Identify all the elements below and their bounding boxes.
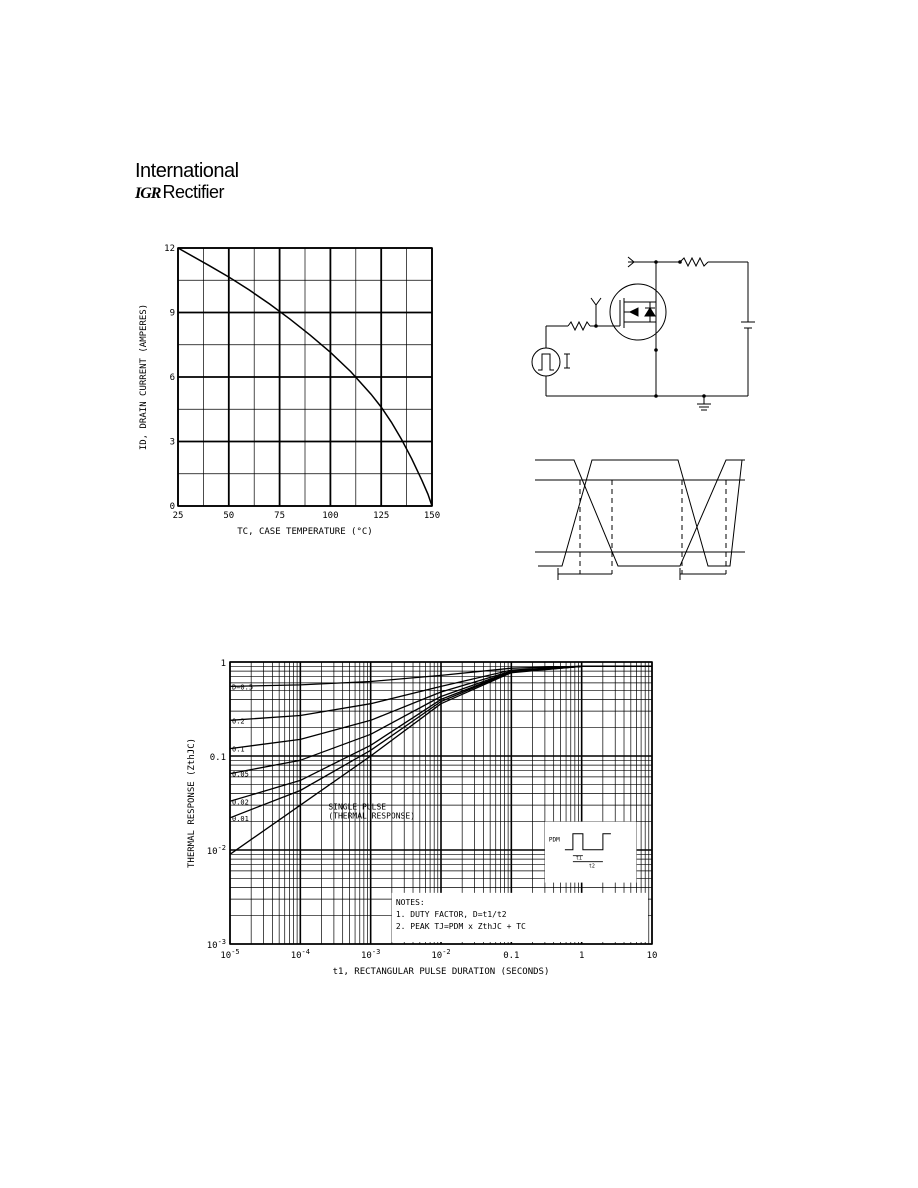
x-axis-label: t1, RECTANGULAR PULSE DURATION (SECONDS) — [333, 967, 550, 977]
vgs-waveform — [538, 459, 745, 567]
x-tick-label: 100 — [322, 511, 338, 521]
x-tick-label: 25 — [173, 511, 184, 521]
x-tick-label: 10-5 — [220, 948, 239, 961]
y-tick-label: 3 — [170, 438, 175, 448]
x-tick-label: 10 — [647, 951, 658, 961]
thermal-curve — [229, 665, 652, 855]
single-pulse-sublabel: (THERMAL RESPONSE) — [328, 811, 415, 820]
x-tick-label: 1 — [579, 951, 584, 961]
thermal-response-chart: D=0.5 0.2 0.1 0.05 0.02 0.01 SINGLE PULSE(THER… — [187, 659, 658, 977]
y-tick-label: 0.1 — [210, 753, 226, 763]
vds-waveform — [535, 459, 745, 567]
x-tick-label: 10-4 — [291, 948, 310, 961]
note-1: 1. DUTY FACTOR, D=t1/t2 — [396, 910, 507, 919]
note-2: 2. PEAK TJ=PDM x ZthJC + TC — [396, 922, 526, 931]
logo-international: International — [135, 160, 239, 182]
mosfet-icon — [609, 283, 667, 341]
vds-terminal-icon — [627, 256, 635, 268]
y-axis-label: THERMAL RESPONSE (ZthJC) — [187, 738, 197, 868]
inset-t1-label: t1 — [576, 856, 582, 862]
vgs-terminal-icon — [590, 297, 602, 306]
x-tick-label: 150 — [424, 511, 440, 521]
x-tick-label: 10-3 — [361, 948, 380, 961]
test-circuit-diagram — [531, 256, 755, 411]
x-tick-label: 50 — [223, 511, 234, 521]
series-label: 0.1 — [232, 746, 245, 754]
single-pulse-label: SINGLE PULSE — [328, 802, 386, 811]
drain-current-curve — [177, 247, 433, 507]
y-tick-label: 0 — [170, 502, 175, 512]
inset-t2-label: t2 — [589, 864, 595, 870]
y-tick-label: 10-3 — [207, 938, 226, 951]
plot-frame — [229, 661, 653, 945]
switching-waveforms-diagram — [535, 459, 745, 580]
x-tick-label: 75 — [274, 511, 285, 521]
body-diode-icon — [644, 307, 656, 317]
notes-box — [391, 892, 648, 942]
series-label: 0.01 — [232, 815, 249, 823]
logo-rectifier: Rectifier — [162, 182, 224, 202]
pulse-generator-icon — [531, 347, 561, 377]
plot-frame — [177, 247, 433, 507]
y-tick-label: 12 — [164, 244, 175, 254]
y-axis-label: ID, DRAIN CURRENT (AMPERES) — [139, 304, 149, 450]
series-label: 0.02 — [232, 798, 249, 806]
series-label: 0.2 — [232, 717, 245, 725]
series-label: 0.05 — [232, 771, 249, 779]
y-tick-label: 9 — [170, 309, 175, 319]
x-axis-label: TC, CASE TEMPERATURE (°C) — [237, 527, 372, 537]
gate-resistor-icon — [567, 320, 591, 332]
series-label: D=0.5 — [232, 683, 253, 691]
load-resistor-icon — [679, 256, 709, 268]
notes-title: NOTES: — [396, 898, 425, 907]
y-tick-label: 10-2 — [207, 844, 226, 857]
logo-mark: IGR — [135, 185, 161, 202]
inset-box — [544, 821, 637, 883]
pulse-inset-icon — [564, 833, 611, 851]
inset-pdm-label: PDM — [549, 837, 560, 844]
x-tick-label: 0.1 — [503, 951, 519, 961]
y-tick-label: 6 — [170, 373, 175, 383]
y-tick-label: 1 — [221, 659, 226, 669]
x-tick-label: 10-2 — [431, 948, 450, 961]
x-tick-label: 125 — [373, 511, 389, 521]
